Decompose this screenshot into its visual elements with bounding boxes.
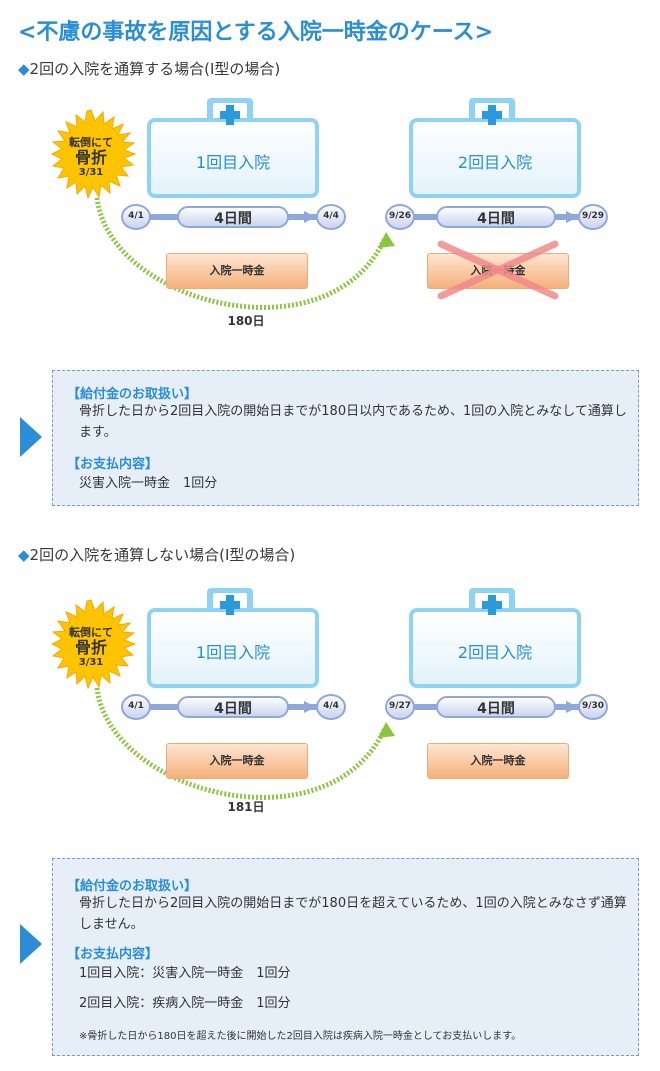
crossed-out-icon (437, 240, 559, 300)
ward-2-label: 2回目入院 (457, 643, 533, 662)
footnote: ※骨折した日から180日を超えた後に開始した2回目入院は疾病入院一時金としてお支… (79, 1031, 522, 1042)
ward-2-label: 2回目入院 (457, 153, 533, 172)
accident-label: 転倒にて 骨折 3/31 (69, 136, 113, 178)
duration-1: 4日間 (214, 211, 252, 227)
section-2-diagram: 転倒にて 骨折 3/31 1回目入院 2回目入院 4/1 4日間 4/4 9/2… (0, 580, 660, 880)
ward-1-label: 1回目入院 (195, 643, 271, 662)
handling-text: 骨折した日から2回目入院の開始日までが180日を超えているため、1回の入院とみな… (79, 896, 627, 932)
timeline-1 (121, 204, 346, 230)
pointer-triangle-icon (20, 924, 42, 964)
ward-2-graphic (409, 588, 581, 688)
burst-icon (50, 109, 137, 200)
gap-days: 180日 (227, 314, 265, 328)
page-title: <不慮の事故を原因とする入院一時金のケース> (18, 20, 494, 45)
section-heading-text: 2回の入院を通算する場合(I型の場合) (29, 60, 281, 78)
start-date-1: 4/1 (128, 211, 144, 221)
end-date-2: 9/30 (581, 701, 605, 711)
info-box-2: 【給付金のお取扱い】 骨折した日から2回目入院の開始日までが180日を超えている… (52, 858, 639, 1056)
arc-arrowhead (378, 722, 395, 738)
handling-heading: 【給付金のお取扱い】 (67, 387, 198, 402)
timeline-2 (385, 204, 608, 230)
handling-text: 骨折した日から2回目入院の開始日までが180日以内であるため、1回の入院とみなし… (79, 404, 627, 440)
section-heading-text: 2回の入院を通算しない場合(I型の場合) (29, 546, 296, 564)
accident-label: 転倒にて 骨折 3/31 (69, 626, 113, 668)
section-1-diagram: 転倒にて 骨折 3/31 1回目入院 2回目入院 4/1 4日間 4/4 9/2… (0, 90, 660, 390)
payment-line: 災害入院一時金 1回分 (79, 476, 218, 491)
timeline-1 (121, 694, 346, 720)
duration-1: 4日間 (214, 701, 252, 717)
end-date-2: 9/29 (581, 211, 605, 221)
start-date-1: 4/1 (128, 701, 144, 711)
elapsed-arc (94, 687, 388, 800)
gap-days: 181日 (227, 800, 265, 814)
end-date-1: 4/4 (323, 701, 339, 711)
end-date-1: 4/4 (323, 211, 339, 221)
payment-box-1: 入院一時金 (166, 253, 308, 289)
diagram-graphics (50, 98, 608, 310)
diamond-icon: ◆ (18, 546, 30, 564)
start-date-2: 9/27 (388, 701, 412, 711)
section-2-heading: ◆2回の入院を通算しない場合(I型の場合) (18, 544, 295, 565)
duration-2: 4日間 (477, 701, 515, 717)
info-box-1: 【給付金のお取扱い】 骨折した日から2回目入院の開始日までが180日以内であるた… (52, 370, 639, 506)
timeline-2 (385, 694, 608, 720)
elapsed-arc (94, 197, 388, 310)
payment-heading: 【お支払内容】 (67, 457, 159, 472)
payment-heading: 【お支払内容】 (67, 947, 159, 962)
payment-line: 1回目入院：災害入院一時金 1回分 (79, 966, 291, 981)
diagram-graphics (50, 588, 608, 800)
duration-2: 4日間 (477, 211, 515, 227)
burst-icon (50, 599, 137, 690)
arc-arrowhead (378, 232, 395, 248)
section-1-heading: ◆2回の入院を通算する場合(I型の場合) (18, 58, 280, 79)
payment-box-1: 入院一時金 (166, 743, 308, 779)
pointer-triangle-icon (20, 417, 42, 457)
ward-1-graphic (147, 98, 319, 198)
ward-2-graphic (409, 98, 581, 198)
start-date-2: 9/26 (388, 211, 412, 221)
handling-heading: 【給付金のお取扱い】 (67, 879, 198, 894)
ward-1-graphic (147, 588, 319, 688)
diamond-icon: ◆ (18, 60, 30, 78)
payment-box-2: 入院一時金 (427, 743, 569, 779)
payment-line: 2回目入院：疾病入院一時金 1回分 (79, 996, 291, 1011)
ward-1-label: 1回目入院 (195, 153, 271, 172)
